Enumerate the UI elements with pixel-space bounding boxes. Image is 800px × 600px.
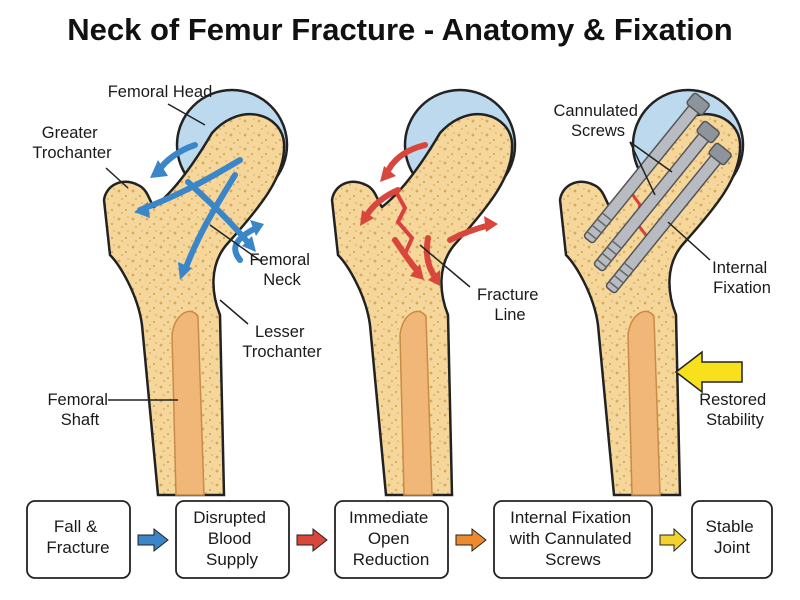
leader-lines [105, 103, 711, 401]
label-greater-trochanter: Greater Trochanter [32, 124, 112, 162]
anatomy-blue-arrows [137, 142, 259, 273]
svg-text:Fall & Fracture: Fall & Fracture [46, 517, 109, 557]
label-lesser-trochanter: Lesser Trochanter [242, 323, 322, 361]
svg-text:Internal Fixation with: Internal Fixation with Cannulated Screws [509, 508, 637, 569]
label-femoral-neck: Femoral Neck [249, 251, 314, 289]
label-femoral-head: Femoral Head [108, 83, 213, 101]
svg-text:Disrupted Blood: Disrupted Blood Supply [193, 508, 271, 569]
flow-arrow-3 [455, 527, 487, 553]
anatomy-arrowheads [134, 160, 264, 280]
process-flow: Fall & Fracture Disrupted Blood Supply I… [26, 500, 773, 579]
flow-arrow-4 [659, 527, 687, 553]
flow-arrow-1 [137, 527, 169, 553]
label-restored-stability: Restored Stability [699, 391, 771, 429]
page-title: Neck of Femur Fracture - Anatomy & Fixat… [67, 12, 733, 47]
svg-text:Stable Joint: Stable Joint [706, 517, 759, 557]
label-cannulated-screws: Cannulated Screws [554, 102, 643, 140]
fracture-arrowheads [360, 166, 498, 286]
label-internal-fixation: Internal Fixation [712, 259, 772, 297]
cannulated-screws [583, 92, 732, 294]
stability-arrow [674, 350, 743, 394]
flow-arrow-2 [296, 527, 328, 553]
label-femoral-shaft: Femoral Shaft [47, 391, 112, 429]
flow-step-4: Internal Fixation with Cannulated Screws [493, 500, 653, 579]
flow-step-1: Fall & Fracture [26, 500, 131, 579]
flow-step-3: Immediate Open Reduction [334, 500, 449, 579]
flow-step-5: Stable Joint [691, 500, 773, 579]
svg-text:Immediate Open: Immediate Open Reduction [349, 508, 433, 569]
flow-step-2: Disrupted Blood Supply [175, 500, 290, 579]
anatomy-femur [102, 88, 289, 497]
label-fracture-line: Fracture Line [477, 286, 543, 324]
